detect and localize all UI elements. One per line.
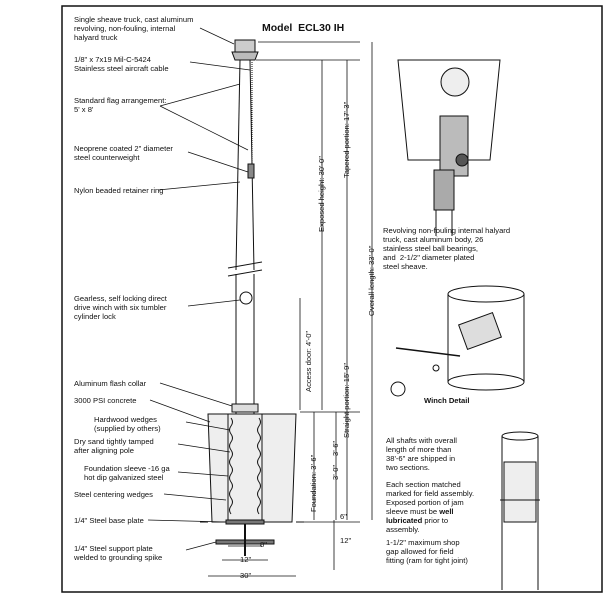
truck-cap [234,39,256,53]
label-concrete: 3000 PSI concrete [74,396,137,405]
dim-tapered: Tapered portion: 17'-3" [342,101,351,178]
caption-winch-detail: Winch Detail [424,396,470,405]
label-flag: Standard flag arrangement: 5' x 8' [74,96,167,114]
dimension-lines [208,41,373,577]
jam-sleeve-detail [500,431,540,590]
caption-section: Each section matched marked for field as… [386,480,474,534]
label-sand: Dry sand tightly tamped after aligning p… [74,437,154,455]
winch [239,291,253,305]
label-truck: Single sheave truck, cast aluminum revol… [74,15,194,42]
caption-section-bold1: well [439,507,454,516]
dim-access: Access door: 4'-0" [304,330,313,392]
label-ring: Nylon beaded retainer ring [74,186,164,195]
dim-foundation: Foundation: 3'-6" [309,454,318,512]
dim-six-in: 6" [340,512,347,521]
label-centering: Steel centering wedges [74,490,153,499]
label-cable: 1/8" x 7x19 Mil-C-5424 Stainless steel a… [74,55,169,73]
dim-overall: Overall length: 33'-0" [367,245,376,316]
flash-collar [231,403,259,413]
label-winch: Gearless, self locking direct drive winc… [74,294,167,321]
caption-section-pre: Each section matched marked for field as… [386,480,475,516]
model-title: Model ECL30 IH [262,22,345,34]
label-counterweight: Neoprene coated 2" diameter steel counte… [74,144,173,162]
truck-detail [397,59,501,236]
caption-section-post: prior to assembly. [386,516,449,534]
label-collar: Aluminum flash collar [74,379,147,388]
caption-shafts: All shafts with overall length of more t… [386,436,457,472]
dim-three-six: 3'-6" [331,440,340,456]
caption-section-bold2: lubricated [386,516,423,525]
counterweight [247,163,255,179]
dim-three-zero: 3'-0" [331,464,340,480]
dim-eight-in: 8" [260,540,267,549]
dim-exposed: Exposed height: 30'-0" [317,156,326,232]
dim-twelve-in: 12" [240,555,252,564]
label-wedges: Hardwood wedges (supplied by others) [94,415,161,433]
diagram-border [61,5,603,593]
caption-gap: 1-1/2" maximum shop gap allowed for fiel… [386,538,468,565]
caption-truck-detail: Revolving non-fouling internal halyard t… [383,226,511,271]
dim-straight: Straight portion: 15'-9" [342,362,351,438]
label-sleeve: Foundation sleeve -16 ga hot dip galvani… [84,464,170,482]
leader-lines [147,27,251,551]
dim-thirty-in: 30" [240,571,252,580]
dim-twelve-in-v: 12" [340,536,352,545]
label-baseplate: 1/4" Steel base plate [74,516,144,525]
label-supportplate: 1/4" Steel support plate welded to groun… [74,544,163,562]
winch-detail [390,285,525,397]
base-plate [225,519,265,525]
foundation [200,413,304,556]
